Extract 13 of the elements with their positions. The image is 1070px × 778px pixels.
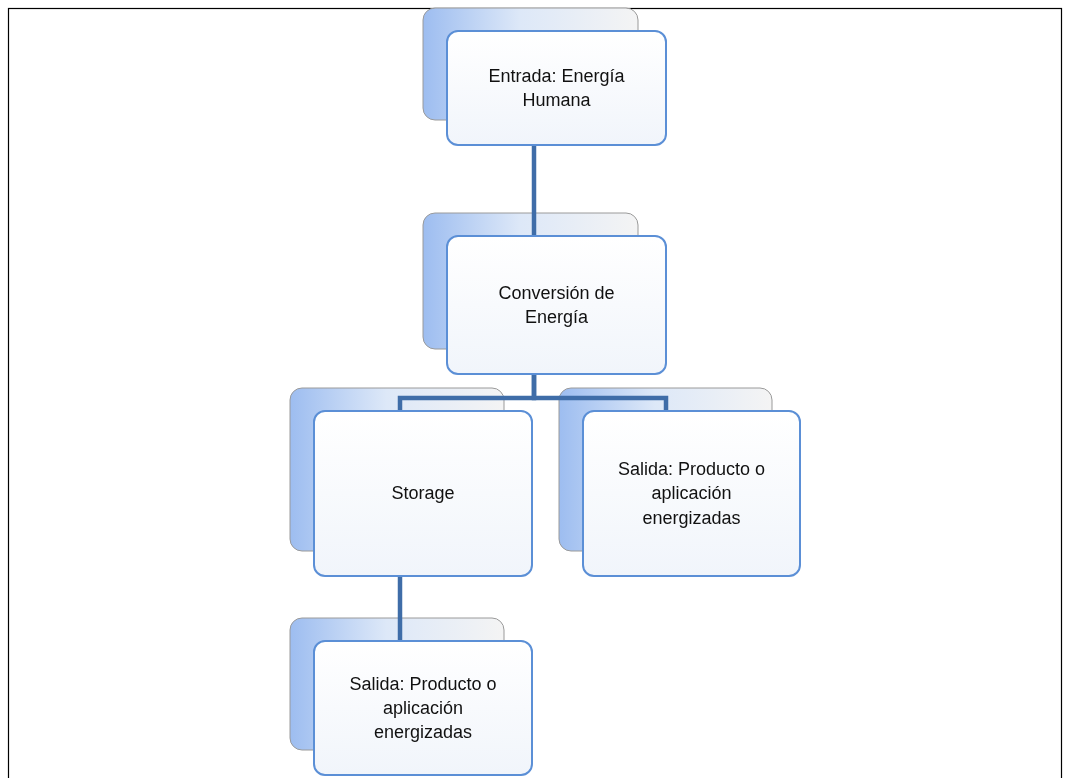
connector-line [531, 146, 537, 235]
box-label: Entrada: Energía Humana [487, 64, 626, 112]
connector-line [531, 375, 669, 410]
process-box [313, 640, 533, 776]
box-label: Conversión de Energía [497, 281, 616, 329]
process-box [446, 235, 667, 375]
process-box [582, 410, 801, 577]
box-label: Salida: Producto o aplicación energizadas [616, 458, 767, 530]
box-label: Storage [391, 482, 455, 506]
process-box [313, 410, 533, 577]
box-label: Salida: Producto o aplicación energizadas [348, 672, 498, 745]
connector-line [397, 577, 403, 640]
process-box [446, 30, 667, 146]
